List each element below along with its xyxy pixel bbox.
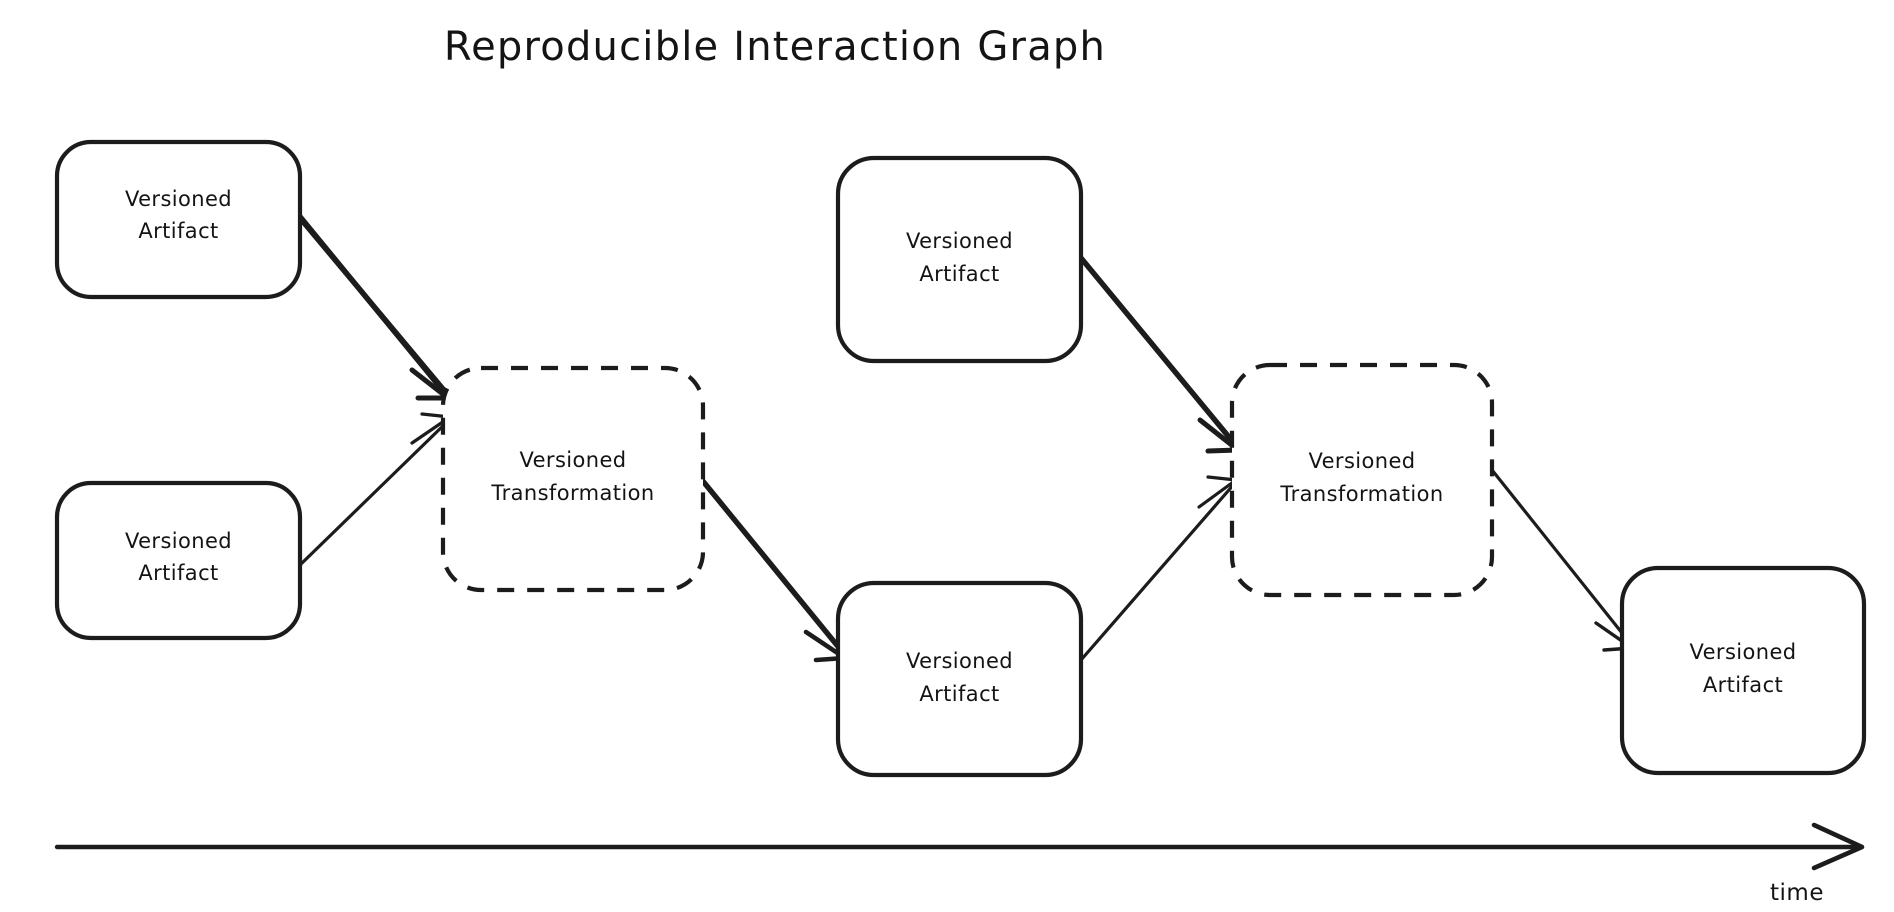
- node-label-line2: Transformation: [1279, 482, 1443, 506]
- node-border: [54, 139, 303, 300]
- arrowhead-icon: [1811, 822, 1865, 871]
- node-border-dashed: [440, 365, 706, 593]
- node-artifact-5[interactable]: Versioned Artifact: [1619, 565, 1867, 776]
- node-artifact-1[interactable]: Versioned Artifact: [54, 139, 303, 300]
- node-label-line2: Artifact: [138, 219, 218, 243]
- edge-artifact4-to-transformation2: [1079, 475, 1238, 662]
- node-label-line2: Artifact: [919, 682, 999, 706]
- node-border: [835, 580, 1084, 778]
- node-border-dashed: [1229, 362, 1495, 598]
- node-transformation-2[interactable]: Versioned Transformation: [1229, 362, 1495, 598]
- edge-transformation2-to-artifact5: [1490, 468, 1634, 652]
- node-label-line2: Artifact: [138, 561, 218, 585]
- node-label-line1: Versioned: [906, 229, 1013, 253]
- node-border: [54, 480, 303, 641]
- node-transformation-1[interactable]: Versioned Transformation: [440, 365, 706, 593]
- node-label-line1: Versioned: [1689, 640, 1796, 664]
- edge-line: [1490, 468, 1632, 645]
- node-label-line2: Artifact: [1703, 673, 1783, 697]
- edge-artifact3-to-transformation2: [1078, 255, 1241, 454]
- edge-artifact2-to-transformation1: [298, 412, 452, 567]
- edge-line: [699, 477, 848, 658]
- node-label-line1: Versioned: [519, 448, 626, 472]
- node-label-line1: Versioned: [1308, 449, 1415, 473]
- time-axis-label: time: [1770, 880, 1824, 906]
- time-axis: time: [54, 822, 1865, 906]
- node-border: [835, 155, 1084, 364]
- edge-transformation1-to-artifact4: [699, 477, 848, 663]
- edge-artifact1-to-transformation1: [294, 210, 451, 401]
- node-artifact-2[interactable]: Versioned Artifact: [54, 480, 303, 641]
- node-label-line1: Versioned: [125, 529, 232, 553]
- node-label-line1: Versioned: [125, 187, 232, 211]
- edge-line: [1078, 255, 1241, 451]
- node-artifact-3[interactable]: Versioned Artifact: [835, 155, 1084, 364]
- edge-line-stroke2: [294, 210, 447, 395]
- node-border: [1619, 565, 1867, 776]
- edge-line: [1079, 481, 1237, 662]
- node-label-line2: Artifact: [919, 262, 999, 286]
- node-label-line1: Versioned: [906, 649, 1013, 673]
- node-label-line2: Transformation: [490, 481, 654, 505]
- page-title: Reproducible Interaction Graph: [444, 24, 1106, 70]
- edge-line: [298, 418, 451, 567]
- node-artifact-4[interactable]: Versioned Artifact: [835, 580, 1084, 778]
